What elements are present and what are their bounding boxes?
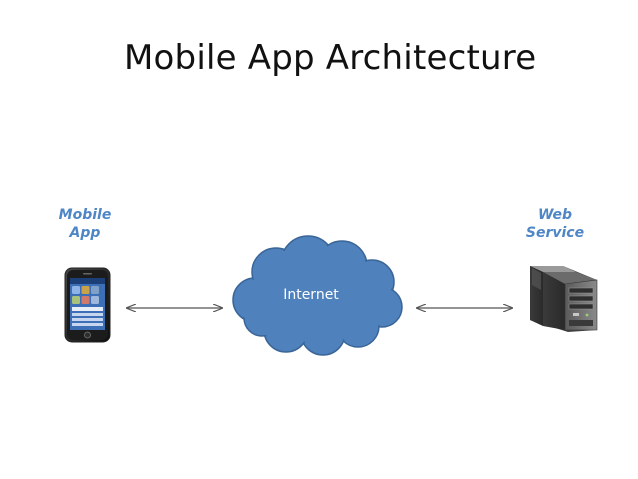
internet-label: Internet: [283, 287, 339, 303]
web-service-label-line1: Web: [537, 207, 573, 223]
smartphone-icon: [64, 267, 111, 343]
mobile-app-label-line1: Mobile: [58, 207, 112, 223]
mobile-app-label: Mobile App: [52, 206, 118, 242]
cloud-icon: [232, 235, 403, 356]
mobile-app-label-line2: App: [69, 225, 101, 241]
web-service-label: Web Service: [516, 206, 594, 242]
slide-title: Mobile App Architecture: [124, 38, 537, 78]
server-icon: [530, 266, 598, 332]
web-service-label-line2: Service: [525, 225, 585, 241]
